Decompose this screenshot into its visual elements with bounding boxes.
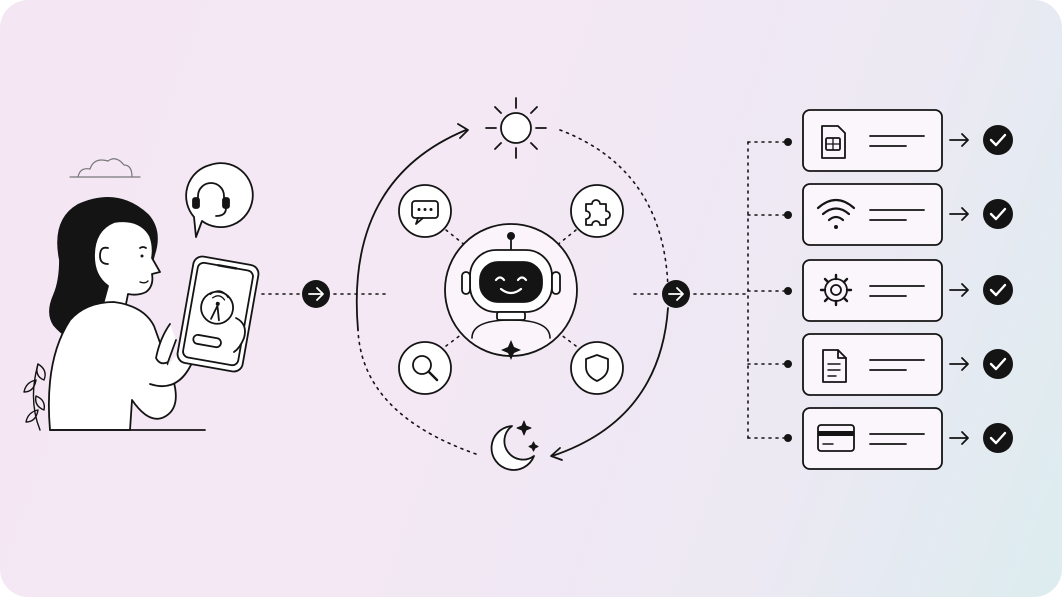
outcome-row-payment <box>747 407 1013 470</box>
headset-icon <box>192 182 230 217</box>
moon-icon <box>490 420 539 471</box>
document-icon <box>822 349 847 383</box>
gear-icon <box>819 273 853 307</box>
check-icon <box>983 199 1013 229</box>
connector-output <box>633 141 749 439</box>
outcome-row-document <box>747 333 1013 396</box>
search-icon <box>398 341 452 395</box>
check-icon <box>983 423 1013 453</box>
robot-icon <box>461 232 561 360</box>
sun-icon <box>485 97 547 159</box>
outcome-row-wifi <box>747 183 1013 246</box>
chat-icon <box>398 184 452 238</box>
shield-icon <box>570 341 624 395</box>
cloud-icon <box>69 158 141 178</box>
puzzle-icon <box>570 184 624 238</box>
woman-with-phone <box>47 197 260 431</box>
availability-orbit <box>355 123 669 461</box>
check-icon <box>983 275 1013 305</box>
wifi-icon <box>816 198 856 229</box>
headset-bubble <box>185 162 254 238</box>
outcome-row-settings <box>747 259 1013 322</box>
connector-input <box>261 280 387 308</box>
phone-device <box>176 255 260 373</box>
signal-tower-icon <box>200 290 234 325</box>
check-icon <box>983 349 1013 379</box>
capability-spokes <box>445 229 577 347</box>
check-icon <box>983 125 1013 155</box>
plant-icon <box>23 363 46 431</box>
credit-card-icon <box>817 424 855 452</box>
outcome-row-sim <box>747 109 1013 172</box>
sim-card-icon <box>821 125 846 159</box>
